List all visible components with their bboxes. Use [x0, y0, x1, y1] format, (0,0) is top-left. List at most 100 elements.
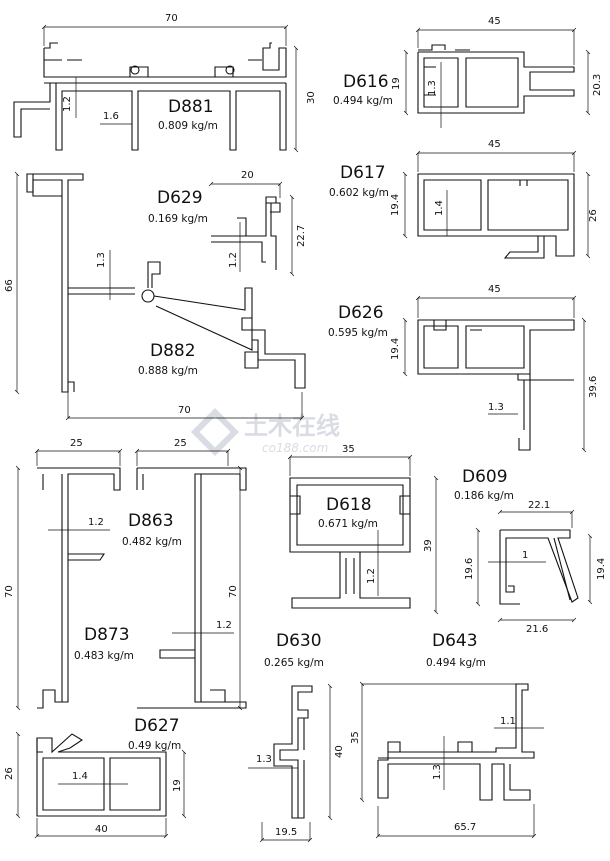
- d643-dim-wall: 1.1: [500, 716, 516, 727]
- profile-d863-outline: [37, 467, 121, 709]
- profile-d882-outline: [26, 173, 306, 393]
- d627-weight: 0.49 kg/m: [128, 740, 181, 752]
- profile-d627-outline: [36, 733, 167, 817]
- d618-dim-width: 35: [342, 444, 355, 455]
- profile-d617: 45 19.4 1.4 26 D617 0.602 kg/m: [329, 139, 599, 259]
- d881-weight: 0.809 kg/m: [158, 120, 218, 132]
- d617-weight: 0.602 kg/m: [329, 187, 389, 199]
- d609-dim-height-right: 19.4: [596, 558, 607, 580]
- profile-d609-outline: [499, 529, 579, 605]
- d881-dim-rib: 1.6: [103, 111, 119, 122]
- d609-weight: 0.186 kg/m: [454, 490, 514, 502]
- d616-code: D616: [343, 72, 389, 92]
- d616-dim-wall: 1.3: [427, 80, 438, 96]
- d630-dim-height: 40: [334, 745, 345, 758]
- d629-dim-width: 20: [241, 170, 254, 181]
- d863-dim-wall: 1.2: [88, 517, 104, 528]
- d643-code: D643: [432, 631, 478, 651]
- d616-dim-width: 45: [488, 16, 501, 27]
- d627-dim-height: 26: [4, 767, 15, 780]
- d643-dim-width: 65.7: [454, 822, 476, 833]
- profile-d618: 35 39 1.2 D618 0.671 kg/m: [287, 444, 439, 615]
- profile-d630-outline: [273, 685, 313, 819]
- d882-code: D882: [150, 341, 196, 361]
- d626-code: D626: [338, 303, 384, 323]
- watermark: 土木在线 co188.com: [190, 407, 340, 457]
- d882-dim-wall: 1.3: [96, 252, 107, 268]
- d626-dim-width: 45: [488, 284, 501, 295]
- profile-d882: 66 1.3 70 D882 0.888 kg/m: [4, 171, 306, 421]
- profile-d873-outline: [136, 467, 247, 709]
- profile-d609: 22.1 19.6 1 19.4 21.6 D609 0.186 kg/m: [454, 467, 607, 635]
- d629-dim-wall: 1.2: [228, 252, 239, 268]
- d643-dim-height: 35: [350, 731, 361, 744]
- d626-dim-height: 19.4: [390, 338, 401, 360]
- watermark-sub: co188.com: [262, 441, 328, 455]
- d882-weight: 0.888 kg/m: [138, 365, 198, 377]
- d881-code: D881: [168, 97, 214, 117]
- d617-dim-wall: 1.4: [434, 200, 445, 216]
- profile-d630: 40 1.3 19.5 D630 0.265 kg/m: [248, 631, 345, 843]
- d626-dim-overall: 39.6: [588, 376, 599, 398]
- d618-code: D618: [326, 495, 372, 515]
- d629-weight: 0.169 kg/m: [148, 213, 208, 225]
- d627-code: D627: [134, 716, 180, 736]
- d609-code: D609: [462, 467, 508, 487]
- d881-dim-width: 70: [165, 13, 178, 24]
- profile-d643-outline: [377, 683, 535, 801]
- d629-code: D629: [157, 188, 203, 208]
- d616-weight: 0.494 kg/m: [333, 95, 393, 107]
- profile-d643: 35 1.1 1.3 65.7 D643 0.494 kg/m: [350, 631, 544, 839]
- profile-d881-outline: [13, 42, 287, 151]
- d627-dim-inner: 19: [172, 779, 183, 792]
- profile-d626: 45 19.4 39.6 1.3 D626 0.595 kg/m: [328, 284, 599, 453]
- d863-dim-width-b: 25: [174, 438, 187, 449]
- d617-dim-width: 45: [488, 139, 501, 150]
- d609-dim-width: 22.1: [528, 500, 550, 511]
- d630-weight: 0.265 kg/m: [264, 657, 324, 669]
- d609-dim-height-left: 19.6: [464, 558, 475, 580]
- profile-d618-outline: [289, 477, 411, 609]
- d618-weight: 0.671 kg/m: [318, 518, 378, 530]
- d881-dim-height: 30: [306, 91, 317, 104]
- d618-dim-wall: 1.2: [366, 568, 377, 584]
- d627-dim-wall: 1.4: [72, 771, 88, 782]
- d626-dim-wall: 1.3: [488, 402, 504, 413]
- d618-dim-height: 39: [423, 539, 434, 552]
- d863-code: D863: [128, 511, 174, 531]
- profile-d627: 26 1.4 19 40 D627 0.49 kg/m: [4, 716, 187, 839]
- d863-dim-width: 25: [70, 438, 83, 449]
- d881-dim-wall: 1.2: [62, 96, 73, 112]
- profile-d863-d873: 25 25 70 1.2 70 1.2 D863 0.482 kg/m D873…: [4, 438, 247, 711]
- d882-dim-width: 70: [178, 405, 191, 416]
- d643-weight: 0.494 kg/m: [426, 657, 486, 669]
- profile-d629-outline: [211, 196, 281, 270]
- d882-dim-height: 66: [4, 279, 15, 292]
- profile-d616: 45 19 1.3 20.3 D616 0.494 kg/m: [333, 16, 603, 128]
- profile-d629: 20 22.7 1.2 D629 0.169 kg/m: [148, 170, 307, 277]
- d873-dim-height: 70: [228, 585, 239, 598]
- d630-dim-wall: 1.3: [256, 754, 272, 765]
- d617-dim-height: 19.4: [390, 194, 401, 216]
- watermark-text: 土木在线: [244, 412, 340, 440]
- d630-code: D630: [276, 631, 322, 651]
- profile-d617-outline: [417, 173, 575, 259]
- profile-d616-outline: [417, 44, 575, 114]
- d626-weight: 0.595 kg/m: [328, 327, 388, 339]
- profile-d881: 70 30 1.2 1.6 D881 0.809 kg/m: [13, 13, 317, 153]
- d609-dim-bottom: 21.6: [526, 624, 548, 635]
- d616-dim-overall: 20.3: [592, 74, 603, 96]
- d616-dim-height: 19: [391, 77, 402, 90]
- d627-dim-width: 40: [95, 824, 108, 835]
- d863-dim-height: 70: [4, 585, 15, 598]
- watermark-logo-icon: [190, 407, 240, 457]
- d617-dim-overall: 26: [588, 209, 599, 222]
- d873-weight: 0.483 kg/m: [74, 650, 134, 662]
- d629-dim-height: 22.7: [296, 225, 307, 247]
- d873-dim-wall: 1.2: [216, 620, 232, 631]
- d609-dim-wall: 1: [522, 550, 528, 561]
- d863-weight: 0.482 kg/m: [122, 536, 182, 548]
- d643-dim-wall-b: 1.3: [432, 764, 443, 780]
- d617-code: D617: [340, 163, 386, 183]
